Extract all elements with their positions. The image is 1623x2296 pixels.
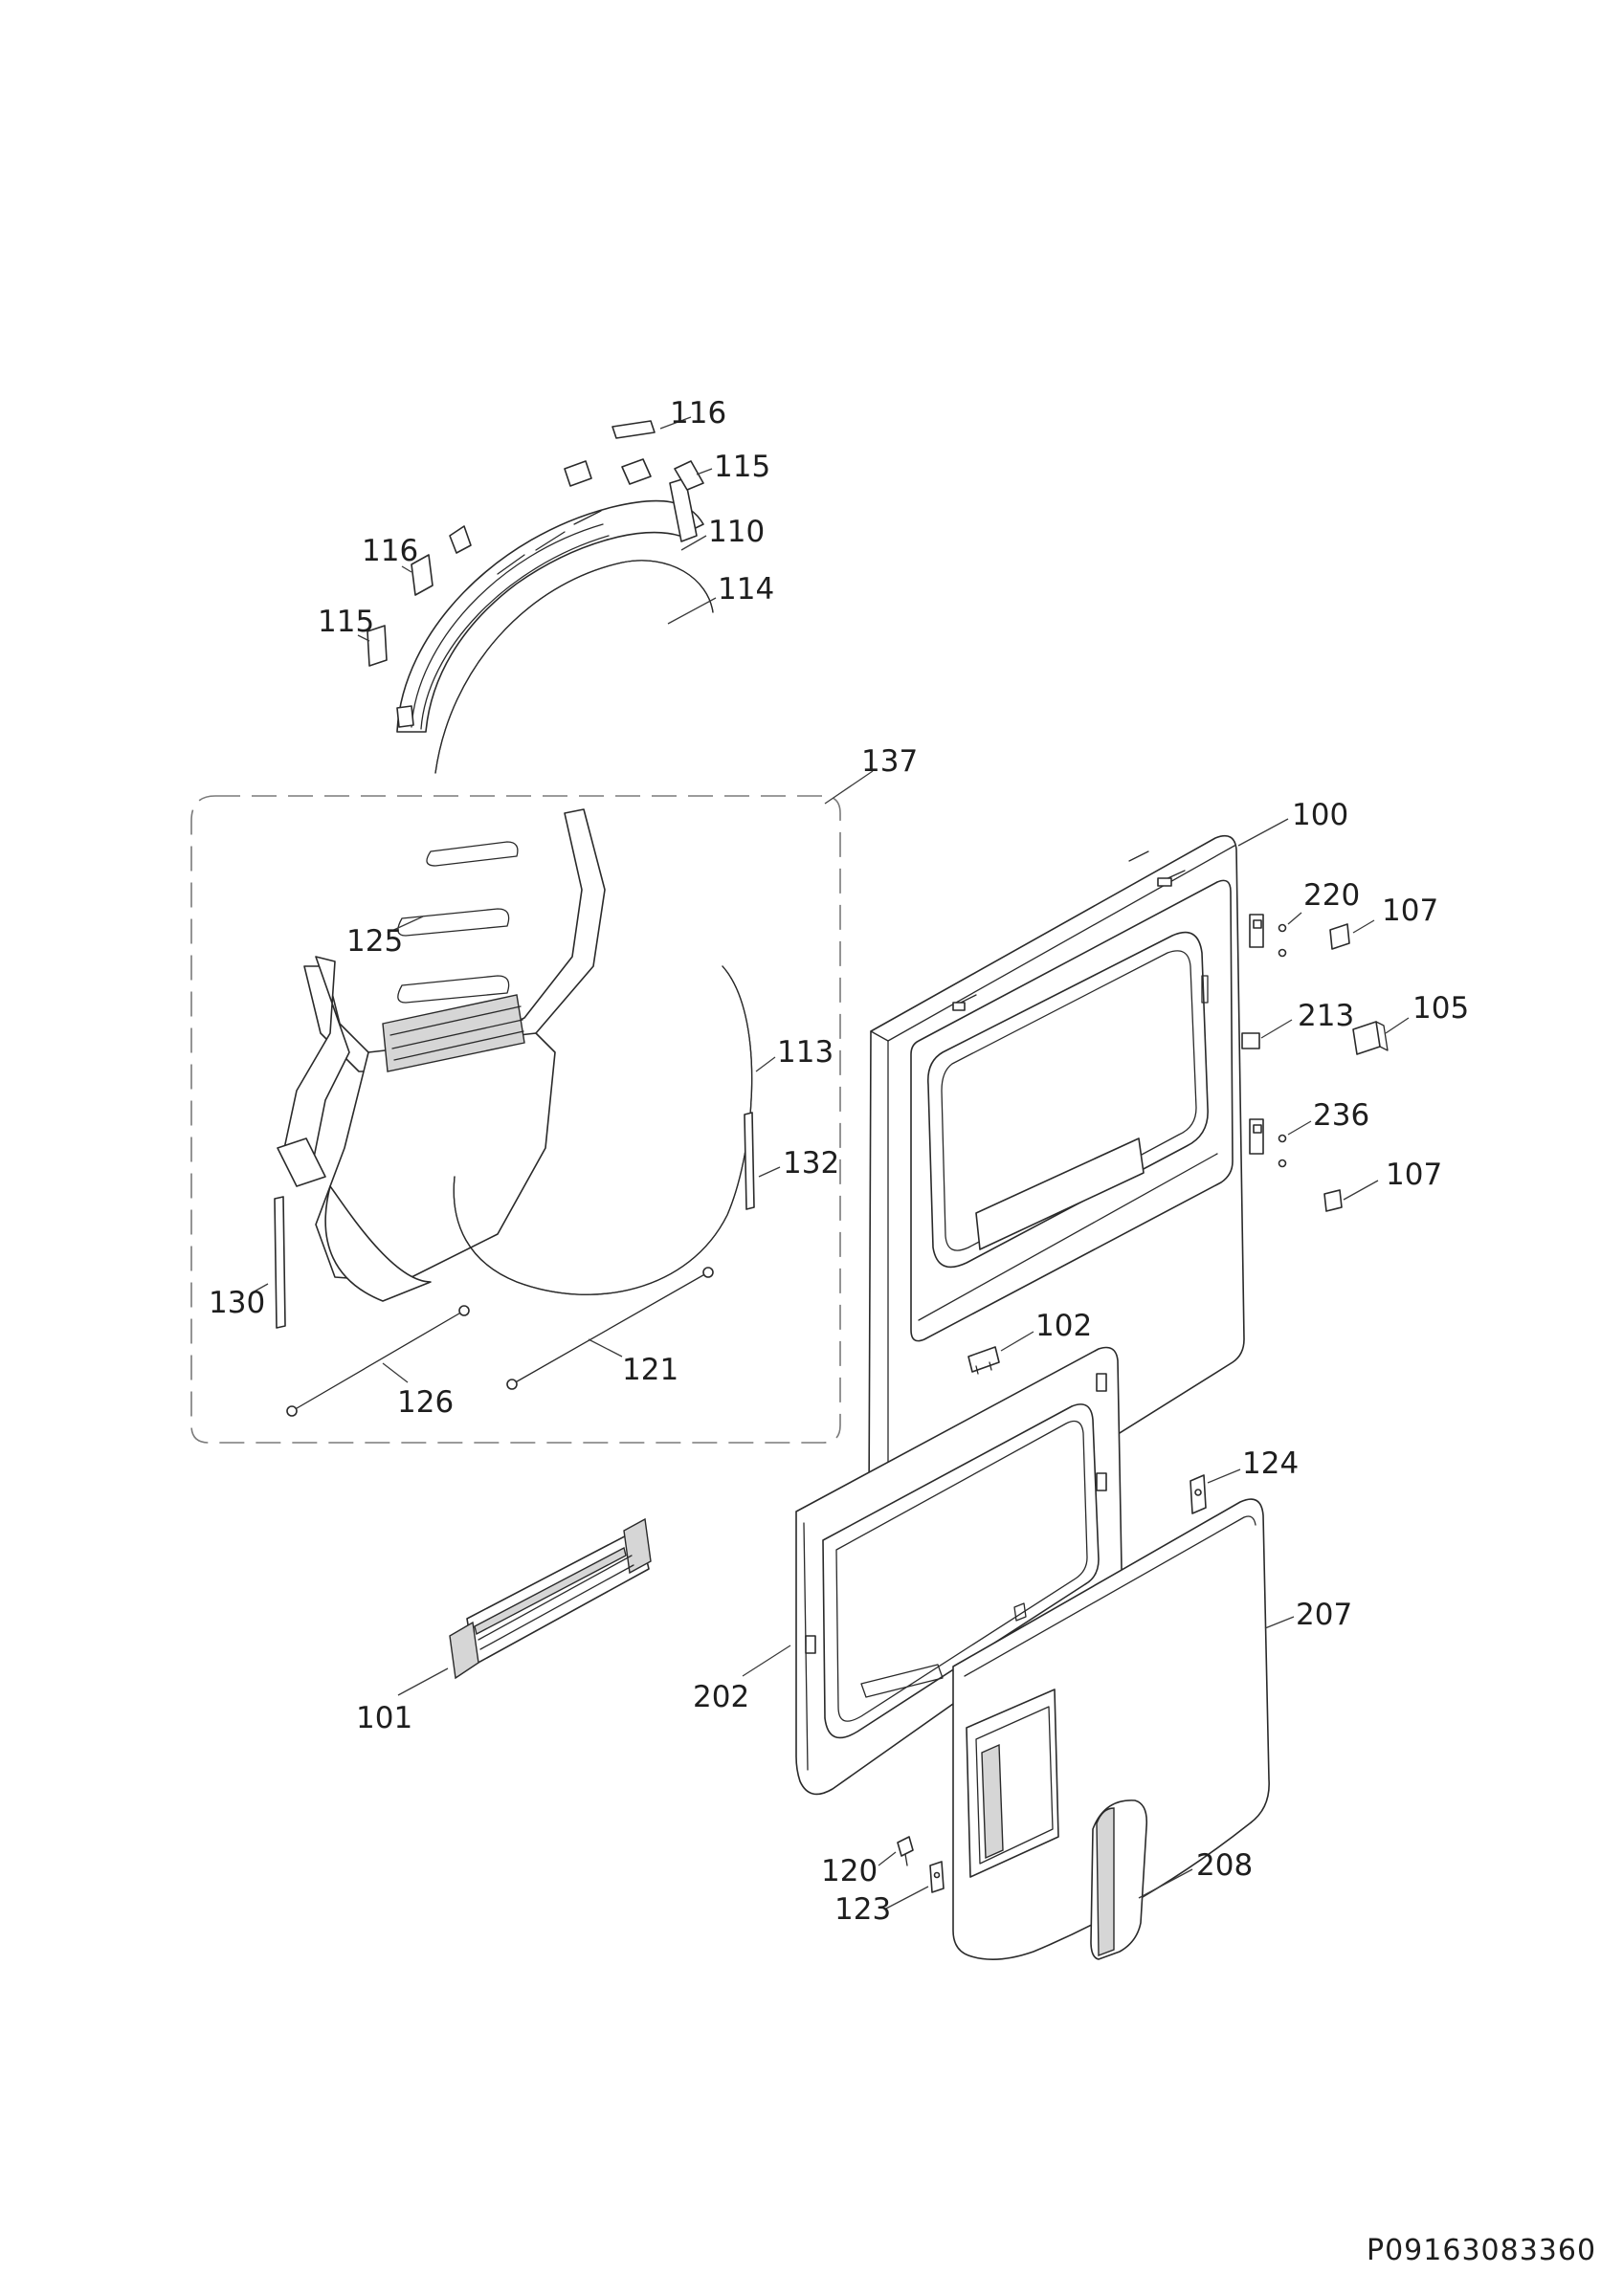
- door-inner-frame-part: [795, 1346, 1123, 1796]
- door-outer-panel-part: [952, 1498, 1270, 1960]
- svg-text:115: 115: [714, 450, 770, 484]
- callout-121: 121: [588, 1338, 678, 1387]
- svg-text:132: 132: [783, 1146, 839, 1181]
- front-panel-part: [868, 834, 1245, 1551]
- callout-116-left: 116: [362, 534, 418, 573]
- cap-107-bottom-part: [1323, 1180, 1379, 1212]
- door-seal-arc-part: [434, 560, 714, 774]
- svg-text:113: 113: [777, 1035, 834, 1070]
- svg-text:236: 236: [1313, 1098, 1369, 1133]
- felt-strip-115-top: [674, 460, 704, 491]
- callout-236: 236: [1287, 1098, 1369, 1136]
- callout-116-top: 116: [659, 396, 726, 430]
- callout-208: 208: [1138, 1848, 1253, 1899]
- plate-123-part: [929, 1861, 945, 1893]
- drawing-reference-code: P09163083360: [1367, 2234, 1596, 2267]
- callout-125: 125: [346, 916, 424, 959]
- felt-strip-115-left: [367, 625, 388, 667]
- clip-120-part: [897, 1836, 914, 1866]
- callout-110: 110: [680, 515, 765, 551]
- hinge-236-part: [1249, 1118, 1287, 1168]
- cover-105-part: [1352, 1021, 1389, 1055]
- assembly-group-137-box: [190, 795, 841, 1444]
- callout-123: 123: [834, 1886, 929, 1927]
- callout-120: 120: [821, 1851, 897, 1888]
- callout-115-top: 115: [696, 450, 770, 484]
- svg-text:100: 100: [1292, 798, 1348, 832]
- svg-text:213: 213: [1298, 999, 1354, 1033]
- svg-text:124: 124: [1242, 1446, 1299, 1481]
- filter-seal-part: [453, 965, 753, 1295]
- callout-207: 207: [1264, 1598, 1352, 1632]
- svg-text:116: 116: [362, 534, 418, 568]
- svg-text:202: 202: [693, 1680, 749, 1714]
- felt-strip-116-top: [611, 420, 656, 439]
- svg-text:207: 207: [1296, 1598, 1352, 1632]
- fluff-filter-part: [449, 1517, 652, 1680]
- svg-text:107: 107: [1382, 894, 1438, 928]
- callout-132: 132: [758, 1146, 839, 1181]
- svg-text:123: 123: [834, 1892, 891, 1927]
- callout-107-top: 107: [1382, 894, 1438, 928]
- tie-rod-126-part: [286, 1305, 470, 1417]
- svg-text:115: 115: [318, 605, 374, 639]
- callout-102: 102: [1000, 1309, 1092, 1352]
- callout-115-left: 115: [318, 605, 374, 642]
- front-bearing-support-part: [396, 458, 704, 733]
- switch-102-part: [967, 1346, 1000, 1375]
- svg-text:116: 116: [670, 396, 726, 430]
- callout-130: 130: [209, 1283, 269, 1320]
- rod-130-part: [274, 1196, 286, 1329]
- svg-text:107: 107: [1386, 1158, 1442, 1192]
- hinge-220-part: [1249, 914, 1287, 958]
- callout-105: 105: [1385, 991, 1469, 1034]
- lock-213-part: [1241, 1032, 1260, 1049]
- svg-text:208: 208: [1196, 1848, 1253, 1883]
- callout-220: 220: [1287, 878, 1360, 925]
- filter-housing-part: [277, 808, 606, 1302]
- svg-text:102: 102: [1035, 1309, 1092, 1343]
- svg-text:110: 110: [708, 515, 765, 549]
- callout-113: 113: [755, 1035, 834, 1072]
- door-handle-part: [1090, 1799, 1148, 1960]
- callout-126: 126: [382, 1362, 454, 1420]
- tie-rod-121-part: [506, 1267, 714, 1390]
- callout-124: 124: [1207, 1446, 1299, 1484]
- callout-107-bottom: 107: [1386, 1158, 1442, 1192]
- cap-107-top-part: [1329, 919, 1375, 950]
- felt-strip-116-left: [411, 554, 434, 596]
- callout-213: 213: [1260, 999, 1354, 1039]
- svg-text:101: 101: [356, 1701, 412, 1735]
- svg-text:126: 126: [397, 1385, 454, 1420]
- rod-132-part: [744, 1112, 755, 1210]
- svg-text:120: 120: [821, 1854, 878, 1888]
- svg-text:105: 105: [1412, 991, 1469, 1026]
- svg-text:121: 121: [622, 1353, 678, 1387]
- callout-101: 101: [356, 1667, 449, 1735]
- callout-137: 137: [824, 744, 918, 805]
- svg-text:220: 220: [1303, 878, 1360, 913]
- svg-text:137: 137: [861, 744, 918, 779]
- callout-114: 114: [667, 572, 774, 625]
- callout-100: 100: [1237, 798, 1348, 847]
- svg-text:130: 130: [209, 1286, 265, 1320]
- svg-text:114: 114: [718, 572, 774, 607]
- svg-text:125: 125: [346, 924, 403, 959]
- pin-124-part: [1189, 1474, 1207, 1514]
- callout-202: 202: [693, 1645, 791, 1714]
